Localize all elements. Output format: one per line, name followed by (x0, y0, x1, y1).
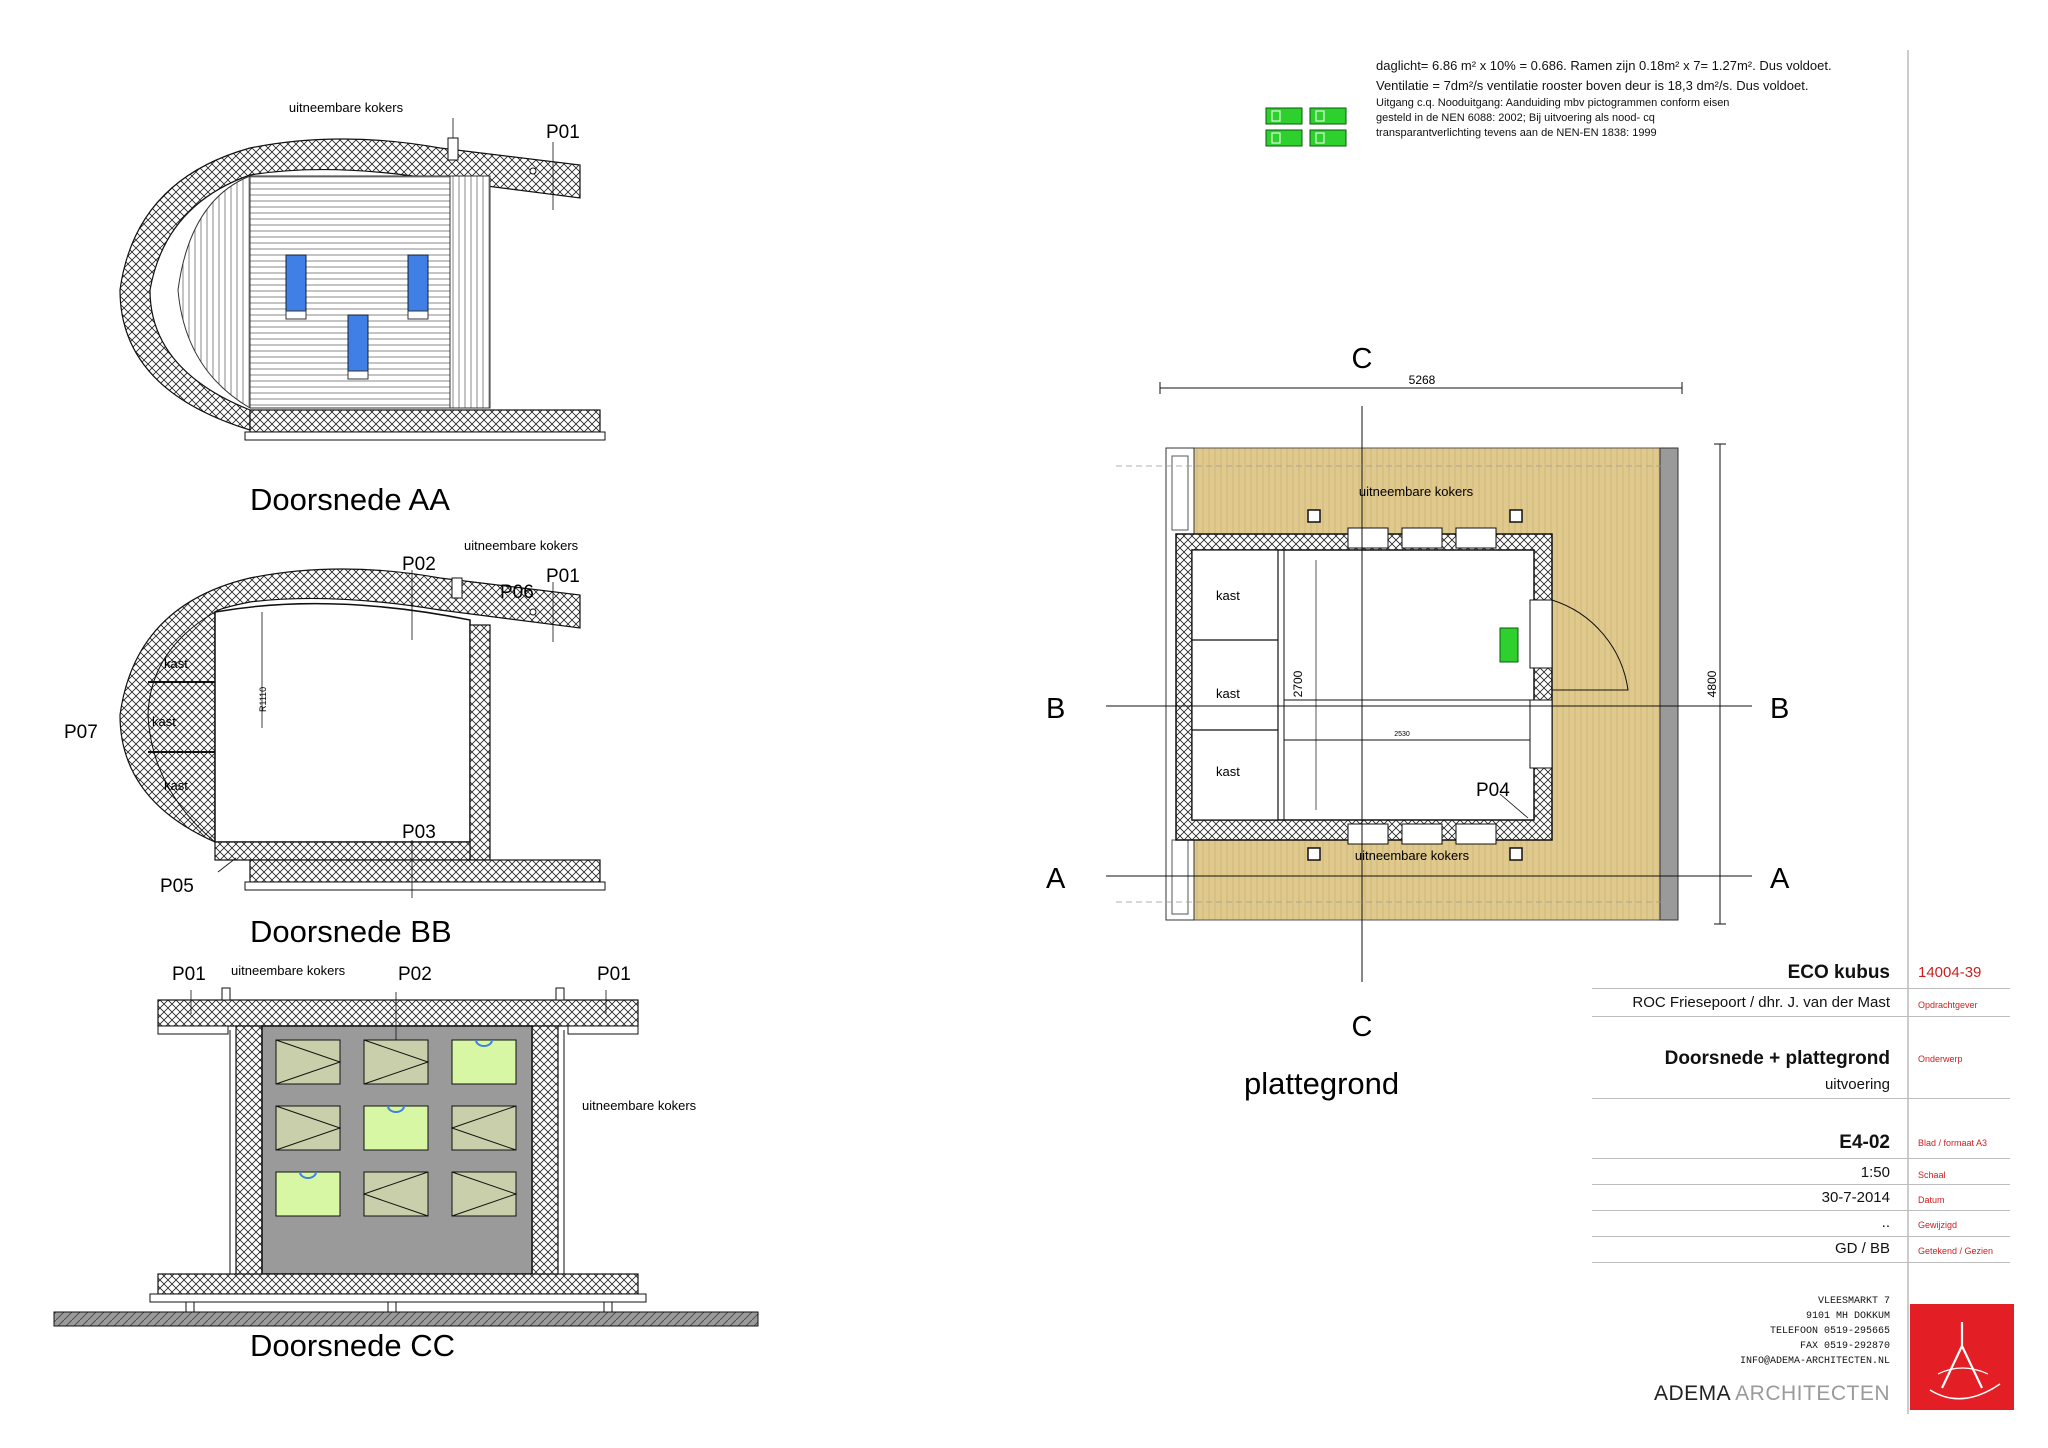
section-cc (53, 987, 759, 1327)
cc-right-wall (531, 1025, 559, 1289)
plan-label-kokers-bottom: uitneembare kokers (1355, 848, 1470, 863)
client-name: ROC Friesepoort / dhr. J. van der Mast (1632, 994, 1890, 1011)
aa-window (407, 254, 429, 312)
plan-mark-b-left: B (1046, 693, 1065, 725)
address-email: INFO@ADEMA-ARCHITECTEN.NL (1739, 1356, 1890, 1367)
cc-roof-beam (157, 999, 639, 1027)
plan-mark-c-bottom: C (1352, 1011, 1373, 1043)
aa-cladding-curve (177, 175, 251, 409)
phase: uitvoering (1824, 1076, 1890, 1093)
cc-marker-p02: P02 (398, 964, 432, 985)
project-name: ECO kubus (1787, 962, 1890, 983)
revised-label: Gewijzigd (1918, 1220, 1958, 1230)
subject: Doorsnede + plattegrond (1664, 1048, 1890, 1069)
bb-radius: R1110 (258, 687, 268, 712)
bb-floor-beam (249, 859, 601, 883)
plan-dim-width: 5268 (1409, 373, 1436, 387)
cc-marker-p01-left: P01 (172, 964, 206, 985)
firm-name-b: ARCHITECTEN (1735, 1382, 1890, 1405)
cc-label-kokers-side: uitneembare kokers (582, 1098, 697, 1113)
subject-label: Onderwerp (1918, 1054, 1963, 1064)
drawn-label: Getekend / Gezien (1918, 1246, 1994, 1256)
date: 30-7-2014 (1821, 1189, 1890, 1206)
note-daylight: daglicht= 6.86 m² x 10% = 0.686. Ramen z… (1376, 58, 1832, 73)
sheet-number: E4-02 (1839, 1132, 1890, 1153)
note-exit-3: transparantverlichting tevens aan de NEN… (1376, 127, 1657, 139)
bb-kast-2: kast (152, 714, 176, 729)
bb-marker-p03: P03 (402, 822, 436, 843)
scale-label: Schaal (1918, 1170, 1946, 1180)
project-number: 14004-39 (1918, 964, 1982, 981)
note-exit-2: gesteld in de NEN 6088: 2002; Bij uitvoe… (1376, 112, 1655, 124)
client-label: Opdrachtgever (1918, 1000, 1978, 1010)
plan-mark-a-right: A (1770, 863, 1790, 895)
plan-mark-a-left: A (1046, 863, 1066, 895)
aa-label-kokers: uitneembare kokers (289, 100, 404, 115)
bb-marker-p01: P01 (546, 566, 580, 587)
regulation-notes: daglicht= 6.86 m² x 10% = 0.686. Ramen z… (1376, 56, 1896, 141)
cc-window-panels (275, 1039, 518, 1217)
section-bb (119, 568, 606, 898)
plan-dim-inner: 2700 (1291, 670, 1305, 697)
bb-kast-3: kast (164, 778, 188, 793)
bb-marker-p07: P07 (64, 722, 98, 743)
bb-label-kokers: uitneembare kokers (464, 538, 579, 553)
bb-marker-p05: P05 (160, 876, 194, 897)
bb-interior (214, 602, 471, 843)
plan-title: plattegrond (1244, 1066, 1399, 1101)
note-ventilation: Ventilatie = 7dm²/s ventilatie rooster b… (1376, 78, 1809, 93)
firm-name-a: ADEMA (1653, 1382, 1730, 1405)
aa-marker-p01: P01 (546, 122, 580, 143)
plan-mark-c-top: C (1352, 343, 1373, 375)
aa-side-wall (449, 175, 491, 409)
plan-kast-2: kast (1216, 686, 1240, 701)
section-aa (119, 118, 606, 441)
note-exit-1: Uitgang c.q. Nooduitgang: Aanduiding mbv… (1376, 97, 1730, 109)
floor-plan (1106, 382, 1752, 982)
address-fax: FAX 0519-292870 (1799, 1341, 1890, 1352)
revised: .. (1881, 1214, 1890, 1231)
exit-pictograms (1265, 107, 1347, 147)
drawn-by: GD / BB (1834, 1240, 1890, 1257)
plan-kast-3: kast (1216, 764, 1240, 779)
firm-name: ADEMA ARCHITECTEN (1654, 1382, 1890, 1406)
aa-title: Doorsnede AA (250, 482, 450, 517)
aa-window (347, 314, 369, 372)
plan-mark-b-right: B (1770, 693, 1789, 725)
cc-floor (157, 1273, 639, 1295)
firm-address: VLEESMARKT 7 9101 MH DOKKUM TELEFOON 051… (1740, 1294, 1890, 1369)
date-label: Datum (1918, 1195, 1945, 1205)
scale: 1:50 (1860, 1164, 1890, 1181)
cc-title: Doorsnede CC (250, 1328, 455, 1363)
sheet-label: Blad / formaat A3 (1918, 1138, 1988, 1148)
plan-label-kokers-top: uitneembare kokers (1359, 484, 1474, 499)
address-phone: TELEFOON 0519-295665 (1769, 1326, 1890, 1337)
bb-marker-p02: P02 (402, 554, 436, 575)
bb-right-wall (469, 624, 491, 861)
bb-roof-truss (119, 568, 581, 843)
address-street: VLEESMARKT 7 (1817, 1296, 1890, 1307)
plan-dim-small: 2530 (1394, 731, 1410, 738)
bb-kast-1: kast (164, 656, 188, 671)
cc-ground (53, 1311, 759, 1327)
cc-left-wall (235, 1025, 263, 1289)
bb-marker-p06: P06 (500, 582, 534, 603)
aa-window (285, 254, 307, 312)
plan-dim-height: 4800 (1705, 670, 1719, 697)
plan-kast-1: kast (1216, 588, 1240, 603)
aa-floor-beam (249, 409, 601, 433)
plan-marker-p04: P04 (1476, 780, 1510, 801)
cc-label-kokers: uitneembare kokers (231, 963, 346, 978)
cc-marker-p01-right: P01 (597, 964, 631, 985)
adema-logo (1910, 1304, 2014, 1410)
title-block: ECO kubus 14004-39 ROC Friesepoort / dhr… (1592, 962, 2012, 1412)
bb-title: Doorsnede BB (250, 914, 452, 949)
address-city: 9101 MH DOKKUM (1805, 1311, 1890, 1322)
exit-sign (1499, 627, 1519, 663)
